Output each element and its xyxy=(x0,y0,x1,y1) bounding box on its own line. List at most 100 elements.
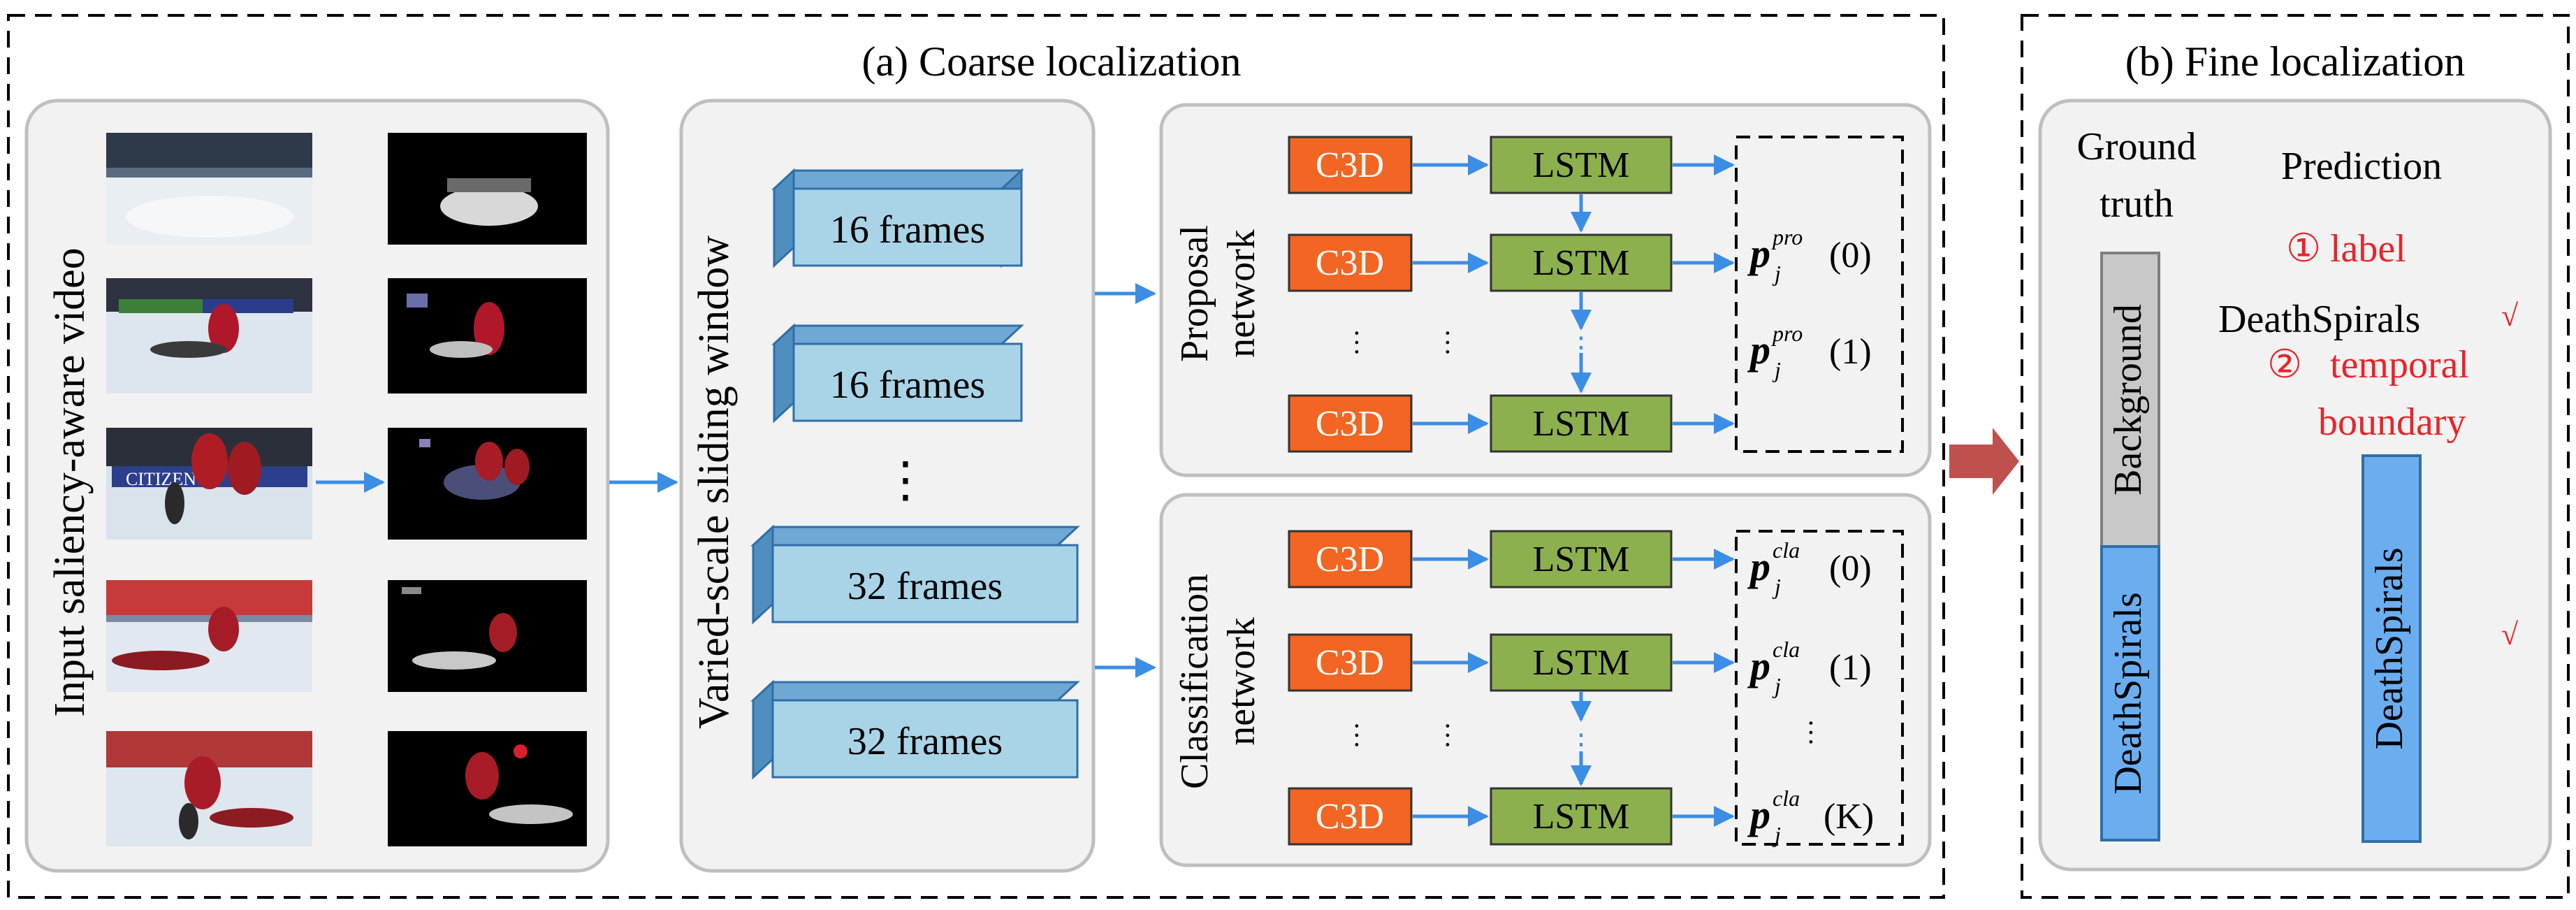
svg-text:C3D: C3D xyxy=(1316,643,1384,683)
svg-text:cla: cla xyxy=(1773,637,1800,662)
classification-c3d-3: C3D xyxy=(1288,787,1413,846)
gt-deathspirals-segment xyxy=(2100,545,2160,842)
pred-deathspirals-segment xyxy=(2362,454,2422,843)
proposal-label-line1: Proposal xyxy=(1173,225,1216,362)
window-16-frames-1-label: 16 frames xyxy=(830,208,985,252)
proposal-vdots: ⋮ xyxy=(1567,331,1595,363)
svg-text:LSTM: LSTM xyxy=(1533,540,1630,579)
svg-text:(0): (0) xyxy=(1829,236,1872,275)
window-32-frames-1-label: 32 frames xyxy=(847,565,1003,608)
svg-text:C3D: C3D xyxy=(1316,540,1384,579)
ground-truth-label-line2: truth xyxy=(2100,182,2174,226)
classification-dots-1: … xyxy=(1349,721,1381,749)
input-label: Input saliency-aware video xyxy=(46,247,94,716)
svg-text:pro: pro xyxy=(1771,224,1803,250)
classification-arrows xyxy=(1413,549,1735,827)
coarse-title: (a) Coarse localization xyxy=(861,38,1241,85)
classification-lstm-1: LSTM xyxy=(1490,530,1673,588)
step1-number: ① xyxy=(2286,227,2321,270)
proposal-output-0: p pro j (0) xyxy=(1747,224,1872,286)
classification-label-line2: network xyxy=(1220,617,1263,746)
step2-number: ② xyxy=(2267,343,2302,387)
saliency-frame-4 xyxy=(388,580,587,692)
proposal-output-box xyxy=(1735,136,1904,453)
classification-output-0: p cla j (0) xyxy=(1747,537,1872,599)
window-16-frames-1: 16 frames xyxy=(771,168,1024,268)
proposal-c3d-1: C3D xyxy=(1288,136,1413,194)
fine-frame xyxy=(2021,14,2570,899)
prediction-label: Prediction xyxy=(2281,145,2442,188)
svg-text:LSTM: LSTM xyxy=(1533,145,1630,185)
classification-lstm-2: LSTM xyxy=(1490,633,1673,692)
svg-text:p: p xyxy=(1747,544,1770,589)
svg-text:C3D: C3D xyxy=(1316,145,1384,185)
svg-text:CITIZEN: CITIZEN xyxy=(126,469,196,489)
sliding-window-panel xyxy=(679,99,1096,873)
classification-c3d-1: C3D xyxy=(1288,530,1413,588)
classification-label-line1: Classification xyxy=(1173,574,1216,789)
coarse-frame xyxy=(7,14,1945,899)
svg-text:C3D: C3D xyxy=(1316,404,1384,444)
prediction-bar: DeathSpirals xyxy=(2362,454,2422,843)
classification-lstm-3: LSTM xyxy=(1490,787,1673,846)
proposal-arrows xyxy=(1413,154,1735,434)
svg-text:pro: pro xyxy=(1771,321,1803,346)
svg-text:LSTM: LSTM xyxy=(1533,797,1630,837)
svg-text:j: j xyxy=(1772,261,1781,286)
classification-vdots: ⋮ xyxy=(1567,728,1595,760)
window-32-frames-2-label: 32 frames xyxy=(847,720,1003,763)
svg-text:LSTM: LSTM xyxy=(1533,643,1630,683)
saliency-frame-2 xyxy=(388,278,587,393)
original-frame-4 xyxy=(106,580,312,692)
saliency-frame-5 xyxy=(388,731,587,846)
svg-text:j: j xyxy=(1772,673,1781,698)
step2-line1: temporal xyxy=(2330,343,2469,387)
sliding-window-label: Varied-scale sliding window xyxy=(690,236,738,729)
boundary-check-icon: √ xyxy=(2501,617,2519,651)
pred-deathspirals-label: DeathSpirals xyxy=(2368,547,2411,749)
predicted-class: DeathSpirals xyxy=(2218,298,2420,341)
svg-text:C3D: C3D xyxy=(1316,797,1384,837)
svg-text:LSTM: LSTM xyxy=(1533,243,1630,283)
svg-text:(1): (1) xyxy=(1829,332,1872,372)
proposal-c3d-2: C3D xyxy=(1288,233,1413,292)
gt-deathspirals-label: DeathSpirals xyxy=(2106,592,2150,794)
window-ellipsis: ⋮ xyxy=(881,454,930,507)
svg-text:j: j xyxy=(1772,822,1781,847)
original-frame-3: CITIZEN xyxy=(106,428,312,540)
classification-output-dots: … xyxy=(1803,718,1835,746)
svg-text:(0): (0) xyxy=(1829,549,1872,588)
window-32-frames-2: 32 frames xyxy=(750,679,1080,780)
svg-text:p: p xyxy=(1747,643,1770,688)
classification-output-k: p cla j (K) xyxy=(1747,786,1874,847)
svg-text:j: j xyxy=(1772,357,1781,382)
svg-text:p: p xyxy=(1747,792,1770,837)
classification-output-box xyxy=(1735,530,1904,846)
proposal-output-1: p pro j (1) xyxy=(1747,321,1872,382)
svg-text:p: p xyxy=(1747,231,1770,276)
coarse-to-fine-arrow xyxy=(1949,428,2019,495)
fine-title: (b) Fine localization xyxy=(2125,38,2466,85)
classification-dots-2: … xyxy=(1440,721,1471,749)
svg-text:LSTM: LSTM xyxy=(1533,404,1630,444)
svg-text:p: p xyxy=(1747,327,1770,373)
window-16-frames-2: 16 frames xyxy=(771,323,1024,424)
classification-c3d-2: C3D xyxy=(1288,633,1413,692)
label-check-icon: √ xyxy=(2501,298,2519,333)
svg-text:(K): (K) xyxy=(1824,797,1874,837)
proposal-lstm-2: LSTM xyxy=(1490,233,1673,292)
gt-background-segment xyxy=(2100,252,2160,548)
step1-label: label xyxy=(2330,227,2406,270)
proposal-label-line2: network xyxy=(1220,229,1263,358)
svg-text:cla: cla xyxy=(1773,786,1800,811)
ground-truth-label-line1: Ground xyxy=(2076,125,2196,168)
gt-background-label: Background xyxy=(2106,304,2150,496)
svg-text:C3D: C3D xyxy=(1316,243,1384,283)
step2-line2: boundary xyxy=(2318,400,2466,444)
window-32-frames-1: 32 frames xyxy=(750,524,1080,625)
saliency-frame-3 xyxy=(388,428,587,540)
proposal-lstm-3: LSTM xyxy=(1490,394,1673,453)
ground-truth-bar: Background DeathSpirals xyxy=(2100,252,2160,842)
classification-output-1: p cla j (1) xyxy=(1747,637,1872,698)
